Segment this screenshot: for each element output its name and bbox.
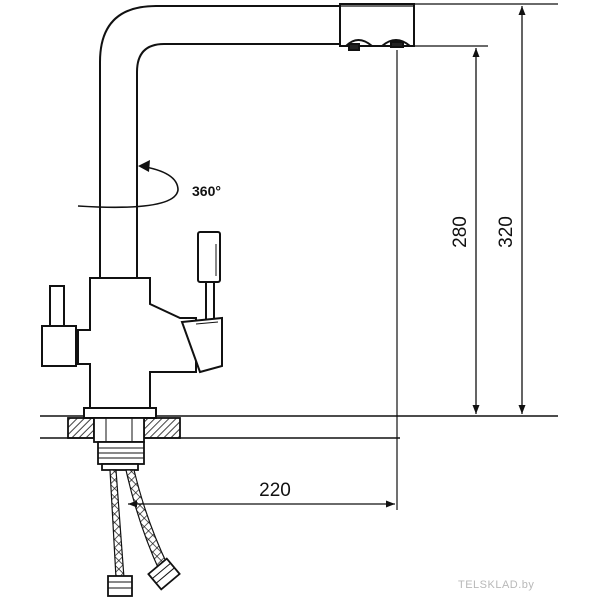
dimension-label-height: 280: [450, 216, 471, 248]
hose-fittings: [107, 557, 181, 597]
dimension-label-total: 320: [496, 216, 517, 248]
mounting-nut: [67, 417, 181, 443]
watermark: TELSKLAD.by: [458, 579, 534, 591]
rotation-indicator: 360°: [77, 160, 221, 209]
faucet-body: [77, 277, 223, 411]
dimension-total-height: 320: [414, 3, 558, 414]
spout-head: [339, 3, 415, 51]
dimension-spout-reach: 220: [128, 50, 398, 510]
dimension-spout-height: 280: [414, 45, 488, 414]
left-handle: [41, 285, 77, 367]
dimension-label-reach: 220: [259, 480, 291, 501]
spout: [99, 5, 341, 279]
threaded-stud: [97, 441, 145, 471]
right-handle: [197, 231, 221, 323]
rotation-label: 360°: [192, 183, 221, 199]
supply-hoses: [109, 469, 169, 579]
base-flange: [83, 407, 157, 419]
